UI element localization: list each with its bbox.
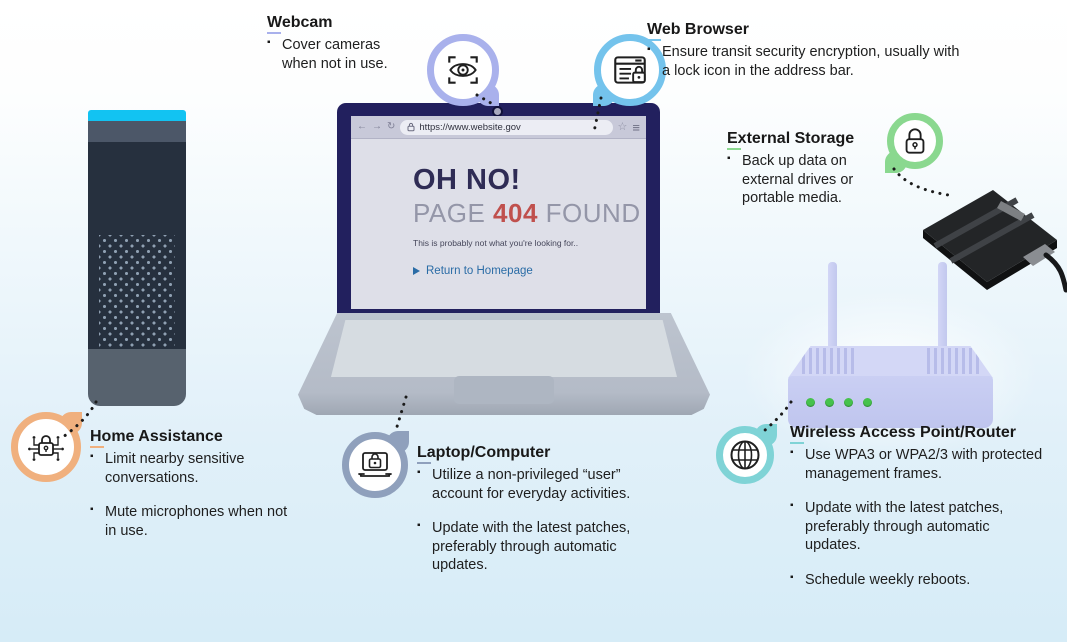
home-assistance-tips: Limit nearby sensitive conversations. Mu… xyxy=(90,450,295,540)
web-browser-title: Web Browser xyxy=(647,21,962,41)
circuit-lock-icon xyxy=(28,435,64,461)
laptop-keyboard-area xyxy=(330,320,678,377)
bookmark-star-icon[interactable]: ☆ xyxy=(617,120,628,133)
usb-connector xyxy=(1023,244,1055,266)
home-assistance-section: Home Assistance Limit nearby sensitive c… xyxy=(90,428,295,540)
storage-bubble xyxy=(887,113,943,169)
home-assistance-title: Home Assistance xyxy=(90,428,295,448)
forward-icon[interactable]: → xyxy=(372,121,382,132)
speaker-grille-dots xyxy=(99,235,175,347)
router-led xyxy=(806,398,815,407)
error-caption: This is probably not what you're looking… xyxy=(413,238,579,248)
usb-cable xyxy=(1043,252,1067,293)
address-bar[interactable]: https://www.website.gov xyxy=(400,119,613,135)
router-led xyxy=(844,398,853,407)
error-title: OH NO! xyxy=(413,164,521,196)
web-browser-section: Web Browser Ensure transit security encr… xyxy=(647,21,962,80)
wireless-router-section: Wireless Access Point/Router Use WPA3 or… xyxy=(790,424,1045,589)
error-page-404: OH NO! PAGE 404 FOUND This is probably n… xyxy=(351,139,646,277)
back-icon[interactable]: ← xyxy=(357,121,367,132)
browser-menu-icon[interactable]: ≡ xyxy=(632,119,640,135)
play-triangle-icon xyxy=(413,267,420,275)
speaker-body xyxy=(88,142,186,349)
router-led xyxy=(863,398,872,407)
bullet-item: Use WPA3 or WPA2/3 with protected manage… xyxy=(790,446,1045,483)
bullet-item: Update with the latest patches, preferab… xyxy=(417,519,672,575)
speaker-top-band xyxy=(88,121,186,142)
wireless-router-illustration xyxy=(788,262,993,434)
webcam-title: Webcam xyxy=(267,14,392,34)
bullet-item: Limit nearby sensitive conversations. xyxy=(90,450,295,487)
laptop-lock-icon xyxy=(358,452,392,477)
browser-lock-icon xyxy=(614,56,646,84)
webcam-section: Webcam Cover cameras when not in use. xyxy=(267,14,392,73)
wireless-bubble xyxy=(716,426,774,484)
bullet-item: Ensure transit security encryption, usua… xyxy=(647,43,962,80)
error-code: 404 xyxy=(493,198,538,228)
bullet-item: Update with the latest patches, preferab… xyxy=(790,499,1045,555)
router-antenna-right xyxy=(938,262,947,354)
laptop-computer-tips: Utilize a non-privileged “user” account … xyxy=(417,466,672,575)
laptop-base xyxy=(298,313,710,415)
speaker-base-band xyxy=(88,349,186,406)
webcam-tips: Cover cameras when not in use. xyxy=(267,36,392,73)
laptop-screen: ← → ↻ https://www.website.gov ☆ ≡ OH NO!… xyxy=(337,103,660,317)
drive-label xyxy=(997,201,1025,221)
wireless-router-tips: Use WPA3 or WPA2/3 with protected manage… xyxy=(790,446,1045,589)
speaker-light-ring xyxy=(88,110,186,121)
laptop-computer-section: Laptop/Computer Utilize a non-privileged… xyxy=(417,444,672,575)
browser-window: ← → ↻ https://www.website.gov ☆ ≡ OH NO!… xyxy=(351,116,646,309)
laptop-touchpad xyxy=(454,376,554,404)
home-assistance-bubble xyxy=(11,412,81,482)
bullet-item: Schedule weekly reboots. xyxy=(790,571,1045,590)
external-storage-section: External Storage Back up data on externa… xyxy=(727,130,867,208)
router-antenna-left xyxy=(828,262,837,354)
padlock-icon xyxy=(905,128,925,154)
url-text: https://www.website.gov xyxy=(419,121,521,133)
return-home-link[interactable]: Return to Homepage xyxy=(413,265,646,277)
refresh-icon[interactable]: ↻ xyxy=(387,121,396,132)
error-subtitle-post: FOUND xyxy=(537,198,641,228)
router-front-face xyxy=(788,376,993,428)
external-drive-illustration xyxy=(923,190,1067,293)
bullet-item: Utilize a non-privileged “user” account … xyxy=(417,466,672,503)
laptop-bubble xyxy=(342,432,408,498)
router-top-face xyxy=(788,346,993,378)
web-browser-tips: Ensure transit security encryption, usua… xyxy=(647,43,962,80)
site-lock-icon xyxy=(407,122,415,132)
webcam-bubble xyxy=(427,34,499,106)
external-storage-tips: Back up data on external drives or porta… xyxy=(727,152,867,208)
return-home-label: Return to Homepage xyxy=(426,265,533,277)
router-vents-left xyxy=(802,348,854,374)
smart-speaker-illustration xyxy=(88,110,186,406)
error-subtitle-pre: PAGE xyxy=(413,198,494,228)
bullet-item: Cover cameras when not in use. xyxy=(267,36,392,73)
error-subtitle: PAGE 404 FOUND xyxy=(413,198,646,229)
bullet-item: Mute microphones when not in use. xyxy=(90,503,295,540)
router-vents-right xyxy=(927,348,979,374)
laptop-computer-title: Laptop/Computer xyxy=(417,444,672,464)
globe-icon xyxy=(730,440,760,470)
wireless-router-title: Wireless Access Point/Router xyxy=(790,424,1045,444)
external-storage-title: External Storage xyxy=(727,130,867,150)
bullet-item: Back up data on external drives or porta… xyxy=(727,152,867,208)
router-led xyxy=(825,398,834,407)
drive-stripe xyxy=(949,212,1035,264)
router-status-leds xyxy=(806,398,872,407)
eye-scan-icon xyxy=(448,56,478,84)
browser-toolbar: ← → ↻ https://www.website.gov ☆ ≡ xyxy=(351,116,646,139)
